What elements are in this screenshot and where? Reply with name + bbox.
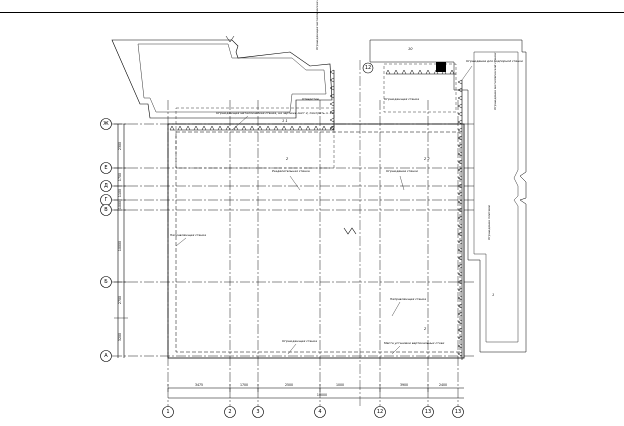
leader-line [391,301,401,317]
dimension-label-left: 10000 [118,241,122,251]
axis-bubble-vertical [252,406,264,418]
section-callout-1: 1 1 [282,119,288,123]
note-right-vertical-1: Ограждение металлической стенки [493,53,497,110]
leader-line [399,175,405,191]
leader-line [289,175,301,191]
note-partition-right: Ограждение стенки [386,169,418,173]
dimension-label-left: 1100 [118,189,122,197]
break-mark-2 [225,35,235,43]
section-callout-4: 2 [424,327,427,331]
dimension-label-bottom: 1700 [240,383,248,387]
upper-dashed-zone [175,107,335,169]
dimension-label-bottom: 2400 [439,383,447,387]
axis-label-horizontal: А [104,353,108,359]
axis-bubble-vertical [314,406,326,418]
note-upper-right: Ограждающая стенка [384,97,419,101]
axis-bubble-horizontal [100,180,112,192]
axis-label-vertical: 2 [228,409,231,415]
axis-bubble-horizontal [100,118,112,130]
leader-line [461,65,473,81]
page-top-rule [0,12,624,13]
axis-label-horizontal: Б [104,279,108,285]
section-callout-5: 1 [492,293,494,297]
axis-label-horizontal: Г [104,197,107,203]
section-callout-3: 2 2 [424,157,430,161]
dimension-label-left: 1700 [118,173,122,181]
axis-bubble-horizontal [100,276,112,288]
plan-boundary [167,123,465,359]
sheet-pile-column-mid [329,69,335,131]
axis-bubble-vertical [422,406,434,418]
note-partition-left: Разделительная стенка [272,169,310,173]
axis-label-vertical: 4 [318,409,321,415]
axis-label-vertical: 1 [166,409,169,415]
axis-label-horizontal: В [104,207,108,213]
upper-right-dashed-zone [383,63,457,113]
axis-bubble-extra [362,62,374,74]
dimension-label-bottom: 2500 [285,383,293,387]
note-vertical-mid: Ограждающая металлическая стенка [315,0,319,50]
sheet-pile-row-top [169,125,335,131]
note-guide-right: Направляющая стенка [390,297,426,301]
axis-label-horizontal: Ж [103,121,109,127]
leader-line [231,115,249,131]
axis-label-horizontal: Е [104,165,107,171]
axis-label-extra: 12 [365,65,371,71]
dimension-label-left: 2700 [118,296,122,304]
axis-bubble-horizontal [100,162,112,174]
axis-label-vertical: 12 [377,409,383,415]
section-callout-6: 10 [408,47,413,51]
dimension-label-bottom: 3900 [400,383,408,387]
section-callout-2: 2 [286,157,289,161]
axis-bubble-vertical [452,406,464,418]
dimension-label-left: 3200 [118,333,122,341]
axis-bubble-vertical [374,406,386,418]
note-top-left: Ограждающая металлическая стенка, на чер… [216,111,333,115]
leader-line [287,343,297,355]
leader-line [391,345,401,355]
dimension-label-left: 1000 [118,201,122,209]
inner-dashed-boundary [175,131,461,353]
note-bottom-left: Ограждающая стенка [282,339,317,343]
existing-building-inner [137,43,327,113]
axis-label-vertical: 13 [455,409,461,415]
axis-bubble-horizontal [100,350,112,362]
existing-building-outline [111,39,333,119]
dimension-label-bottom-total: 10000 [317,393,327,397]
note-opening: Отверстие [302,97,319,101]
axis-label-horizontal: Д [104,183,108,189]
break-mark-1 [343,227,357,235]
note-right-vertical-2: Ограждение плитами [487,205,491,240]
axis-label-vertical: 3 [256,409,259,415]
leader-line [175,237,187,247]
right-building-outline [369,39,527,353]
sheet-pile-column-right [457,79,463,357]
axis-label-vertical: 13 [425,409,431,415]
anchor-block [436,62,446,72]
note-bottom-right: Места установки вертикальных стоек [384,341,445,345]
note-right-top: Ограждение для подпорной стенки [466,59,523,63]
axis-bubble-vertical [162,406,174,418]
note-guide-left: Направляющая стенка [170,233,206,237]
axis-bubble-horizontal [100,204,112,216]
dimension-label-bottom: 1000 [336,383,344,387]
dimension-label-bottom: 3475 [195,383,203,387]
axis-bubble-vertical [224,406,236,418]
dimension-label-left: 2300 [118,142,122,150]
right-building-inner [473,51,519,343]
